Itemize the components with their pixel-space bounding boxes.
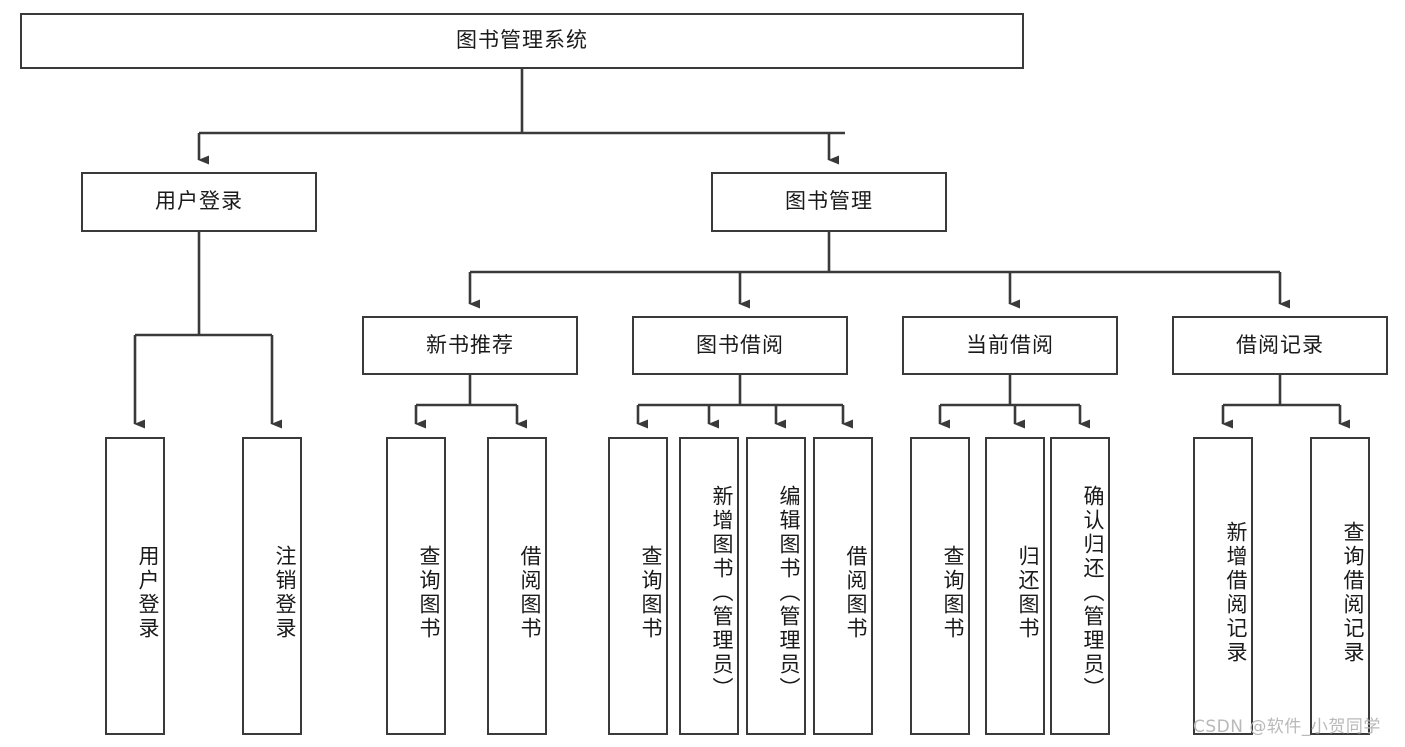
- leaf-query-record-label: 查询借阅记录: [1341, 521, 1365, 665]
- leaf-borrow-book-2[interactable]: 借阅图书: [813, 437, 873, 735]
- leaf-query-record[interactable]: 查询借阅记录: [1310, 437, 1370, 735]
- node-user-login-label: 用户登录: [155, 189, 243, 214]
- leaf-logout-label: 注销登录: [273, 545, 297, 641]
- leaf-confirm-return-label: 确认归还（管理员）: [1081, 485, 1105, 701]
- node-root-label: 图书管理系统: [456, 28, 588, 53]
- leaf-query-book-3[interactable]: 查询图书: [910, 437, 970, 735]
- leaf-borrow-book-2-label: 借阅图书: [844, 545, 868, 641]
- leaf-borrow-book-1-label: 借阅图书: [518, 545, 542, 641]
- leaf-query-book-1[interactable]: 查询图书: [386, 437, 446, 735]
- leaf-add-book[interactable]: 新增图书（管理员）: [679, 437, 739, 735]
- node-book-manage-label: 图书管理: [785, 189, 873, 214]
- leaf-query-book-1-label: 查询图书: [417, 545, 441, 641]
- leaf-logout[interactable]: 注销登录: [242, 437, 302, 735]
- leaf-add-record-label: 新增借阅记录: [1224, 521, 1248, 665]
- node-root[interactable]: 图书管理系统: [20, 13, 1024, 69]
- node-book-borrow-label: 图书借阅: [696, 332, 784, 357]
- leaf-query-book-2[interactable]: 查询图书: [608, 437, 668, 735]
- node-borrow-record[interactable]: 借阅记录: [1172, 316, 1388, 375]
- leaf-borrow-book-1[interactable]: 借阅图书: [487, 437, 547, 735]
- node-current-borrow-label: 当前借阅: [966, 332, 1054, 357]
- node-book-borrow[interactable]: 图书借阅: [632, 316, 848, 375]
- leaf-query-book-2-label: 查询图书: [639, 545, 663, 641]
- leaf-confirm-return[interactable]: 确认归还（管理员）: [1050, 437, 1110, 735]
- leaf-user-login[interactable]: 用户登录: [105, 437, 165, 735]
- node-book-manage[interactable]: 图书管理: [711, 172, 947, 232]
- leaf-edit-book[interactable]: 编辑图书（管理员）: [746, 437, 806, 735]
- leaf-return-book[interactable]: 归还图书: [985, 437, 1045, 735]
- node-new-book-recommend-label: 新书推荐: [426, 332, 514, 357]
- leaf-query-book-3-label: 查询图书: [941, 545, 965, 641]
- leaf-add-book-label: 新增图书（管理员）: [710, 485, 734, 701]
- node-current-borrow[interactable]: 当前借阅: [902, 316, 1118, 375]
- leaf-return-book-label: 归还图书: [1016, 545, 1040, 641]
- leaf-user-login-label: 用户登录: [136, 545, 160, 641]
- csdn-watermark: CSDN @软件_小贺同学: [1193, 717, 1381, 737]
- leaf-add-record[interactable]: 新增借阅记录: [1193, 437, 1253, 735]
- node-borrow-record-label: 借阅记录: [1236, 332, 1324, 357]
- leaf-edit-book-label: 编辑图书（管理员）: [777, 485, 801, 701]
- node-user-login[interactable]: 用户登录: [81, 172, 317, 232]
- node-new-book-recommend[interactable]: 新书推荐: [362, 316, 578, 375]
